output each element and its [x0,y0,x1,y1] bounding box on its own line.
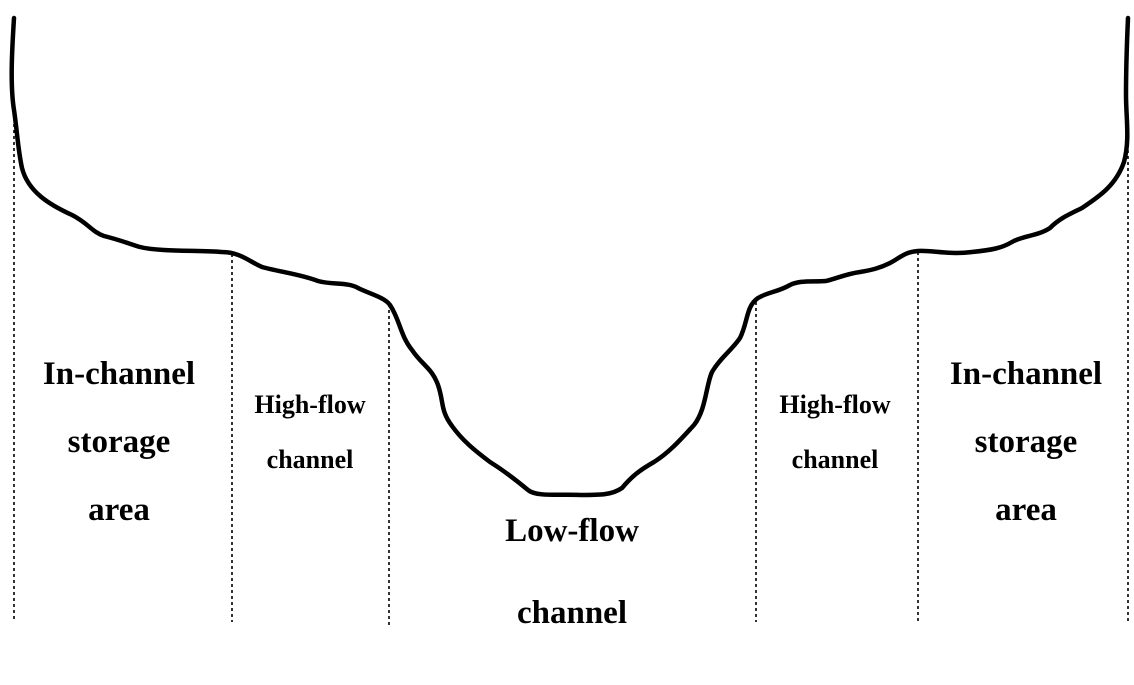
label-line: channel [791,445,879,474]
label-line: area [995,492,1057,528]
left-in-channel-storage-label: In-channel storage area [43,340,195,544]
left-high-flow-channel-label: High-flow channel [254,377,365,487]
label-line: storage [67,424,171,460]
channel-bed-profile [9,15,1131,498]
right-in-channel-storage-label: In-channel storage area [950,340,1102,544]
low-flow-channel-label: Low-flow channel [505,490,639,654]
label-line: High-flow [254,390,366,419]
label-line: storage [974,424,1078,460]
label-line: area [88,492,150,528]
label-line: High-flow [779,390,891,419]
label-line: In-channel [42,356,196,392]
label-line: channel [266,445,354,474]
right-high-flow-channel-label: High-flow channel [779,377,890,487]
label-line: Low-flow [505,513,639,549]
label-line: channel [516,595,628,631]
label-line: In-channel [949,356,1103,392]
